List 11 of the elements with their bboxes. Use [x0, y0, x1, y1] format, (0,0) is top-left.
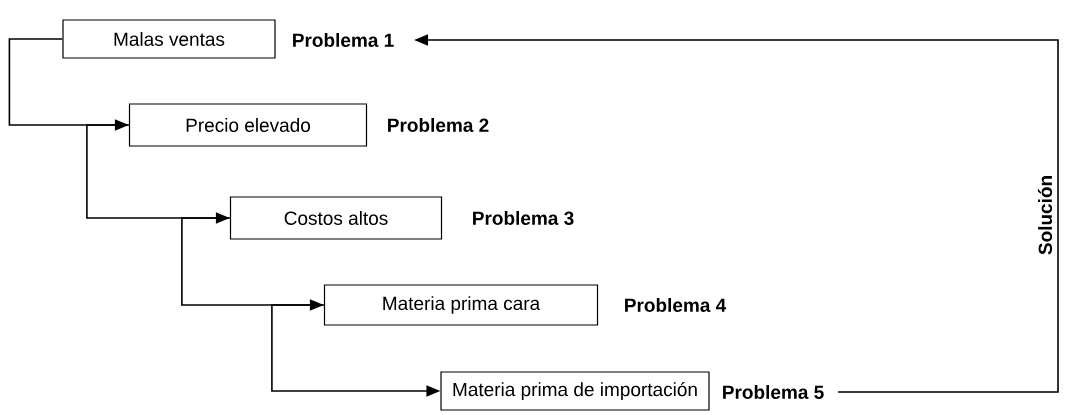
problem-label: Problema 4 — [625, 298, 727, 312]
problem-label: Problema 2 — [388, 118, 489, 132]
problem-label: Problema 5 — [723, 385, 824, 399]
text-box: Costos altos — [229, 196, 443, 240]
problem-label: Problema 3 — [473, 211, 574, 225]
text-box: Materia prima cara — [323, 284, 599, 326]
problem-label: Problema 1 — [293, 33, 394, 47]
edge-label: Solución — [1034, 171, 1056, 259]
text-box: Precio elevado — [128, 103, 368, 147]
text-box: Malas ventas — [62, 19, 276, 59]
text-box: Materia prima de importación — [440, 371, 710, 411]
